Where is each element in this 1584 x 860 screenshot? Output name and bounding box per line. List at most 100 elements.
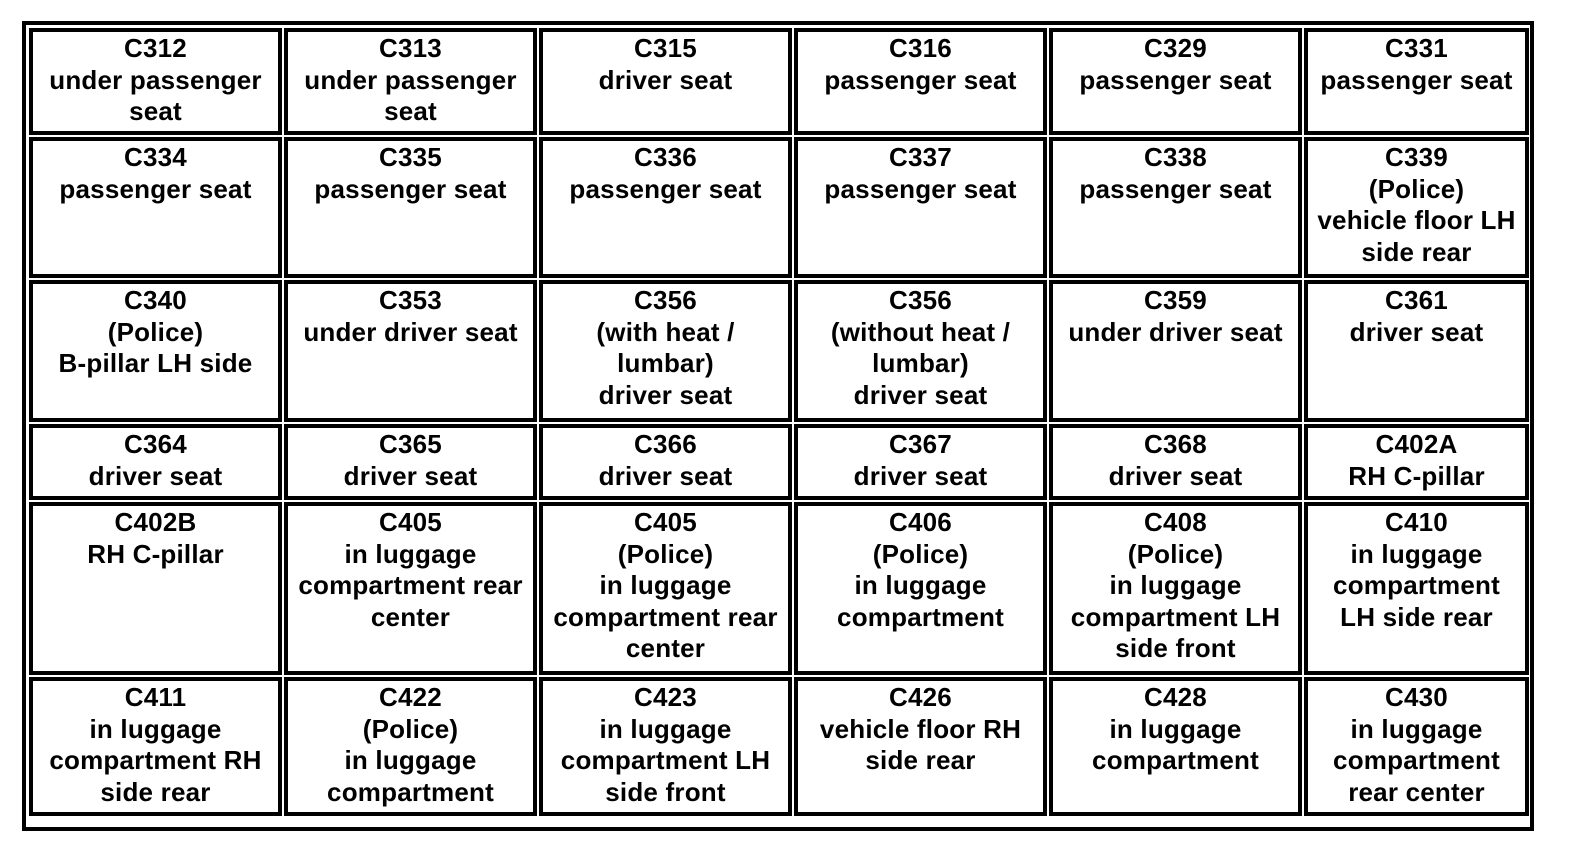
connector-id: C356: [634, 285, 697, 315]
connector-location-line: side rear: [1361, 236, 1472, 267]
connector-id: C329: [1144, 33, 1207, 63]
connector-id: C334: [124, 142, 187, 172]
connector-id: C336: [634, 142, 697, 172]
connector-location-line: in luggage: [599, 713, 732, 744]
connector-location-line: in luggage: [599, 570, 732, 601]
connector-location-line: under driver seat: [1068, 316, 1283, 347]
connector-id: C316: [889, 33, 952, 63]
connector-location-line: driver seat: [88, 460, 223, 491]
connector-id: C365: [379, 429, 442, 459]
connector-location-line: compartment: [837, 601, 1004, 632]
connector-location-line: (with heat /: [596, 316, 735, 347]
connector-location-line: passenger seat: [1320, 64, 1513, 95]
connector-id: C338: [1144, 142, 1207, 172]
connector-location-line: passenger seat: [314, 173, 507, 204]
connector-id: C405: [379, 507, 442, 537]
connector-location-line: in luggage: [1109, 713, 1242, 744]
connector-id: C353: [379, 285, 442, 315]
connector-location-line: passenger seat: [1079, 173, 1272, 204]
connector-id: C337: [889, 142, 952, 172]
connector-id: C428: [1144, 682, 1207, 712]
connector-location-line: rear center: [1348, 776, 1485, 807]
connector-id: C361: [1385, 285, 1448, 315]
connector-id: C430: [1385, 682, 1448, 712]
connector-location-line: side front: [605, 776, 726, 807]
connector-id: C368: [1144, 429, 1207, 459]
connector-location-line: under passenger: [304, 64, 517, 95]
connector-id: C423: [634, 682, 697, 712]
connector-id: C408: [1144, 507, 1207, 537]
connector-location-line: in luggage: [89, 713, 222, 744]
connector-location-line: driver seat: [853, 379, 988, 410]
connector-id: C315: [634, 33, 697, 63]
connector-location-line: in luggage: [344, 538, 477, 569]
connector-location-line: in luggage: [344, 745, 477, 776]
connector-location-line: under driver seat: [303, 316, 518, 347]
connector-location-line: (Police): [362, 713, 459, 744]
connector-id: C366: [634, 429, 697, 459]
connector-location-line: (Police): [872, 538, 969, 569]
connector-location-line: (Police): [617, 538, 714, 569]
connector-location-line: RH C-pillar: [1348, 460, 1485, 491]
connector-location-line: in luggage: [854, 570, 987, 601]
connector-id: C410: [1385, 507, 1448, 537]
connector-location-line: passenger seat: [59, 173, 252, 204]
connector-location-line: compartment LH: [1070, 601, 1281, 632]
connector-location-line: B-pillar LH side: [58, 348, 253, 379]
connector-location-line: driver seat: [598, 460, 733, 491]
connector-location-line: under passenger: [49, 64, 262, 95]
connector-location-line: passenger seat: [1079, 64, 1272, 95]
connector-location-line: compartment: [327, 776, 494, 807]
connector-location-line: (without heat /: [830, 316, 1011, 347]
connector-id: C339: [1385, 142, 1448, 172]
connector-location-line: passenger seat: [824, 173, 1017, 204]
connector-cell-c356: C356(with heat /lumbar)driver seat: [539, 280, 792, 422]
connector-location-line: (Police): [1368, 173, 1465, 204]
connector-id: C367: [889, 429, 952, 459]
connector-cell-c356: C356(without heat /lumbar)driver seat: [794, 280, 1047, 422]
connector-location-line: driver seat: [598, 379, 733, 410]
connector-location-line: driver seat: [343, 460, 478, 491]
connector-location-line: lumbar): [617, 348, 714, 379]
connector-id: C402A: [1375, 429, 1458, 459]
connector-location-line: (Police): [107, 316, 204, 347]
connector-location-line: seat: [384, 96, 437, 127]
connector-location-line: driver seat: [1349, 316, 1484, 347]
connector-id: C406: [889, 507, 952, 537]
connector-location-line: compartment rear: [298, 570, 523, 601]
connector-id: C312: [124, 33, 187, 63]
connector-location-line: side rear: [100, 776, 211, 807]
connector-location-line: vehicle floor RH: [819, 713, 1022, 744]
connector-location-line: compartment rear: [553, 601, 778, 632]
connector-location-line: center: [625, 633, 706, 664]
connector-id: C356: [889, 285, 952, 315]
connector-location-line: passenger seat: [824, 64, 1017, 95]
connector-id: C359: [1144, 285, 1207, 315]
connector-location-line: compartment: [1092, 745, 1259, 776]
connector-id: C313: [379, 33, 442, 63]
connector-id: C422: [379, 682, 442, 712]
